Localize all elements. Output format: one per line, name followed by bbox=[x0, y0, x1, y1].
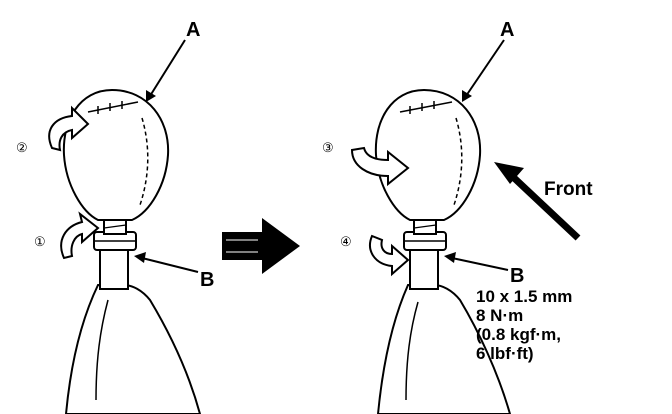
front-arrow bbox=[494, 162, 581, 241]
step-4-marker: ④ bbox=[340, 234, 352, 249]
right-shift-shaft bbox=[409, 244, 439, 290]
spec-torque-lbfft: 6 lbf·ft) bbox=[476, 344, 534, 363]
right-shift-knob bbox=[374, 88, 482, 221]
left-figure bbox=[48, 39, 202, 414]
left-rotation-arrow-2 bbox=[48, 105, 90, 152]
right-rotation-arrow-4 bbox=[369, 234, 410, 277]
spec-torque-kgfm: (0.8 kgf·m, bbox=[476, 325, 562, 344]
left-shift-knob bbox=[62, 88, 170, 221]
left-shift-boot bbox=[64, 284, 202, 414]
label-a-left: A bbox=[186, 19, 200, 41]
left-rotation-arrow-1 bbox=[60, 211, 100, 260]
right-figure bbox=[350, 39, 512, 414]
label-front: Front bbox=[544, 179, 593, 200]
step-1-marker: ① bbox=[34, 234, 46, 249]
left-shift-shaft bbox=[99, 244, 129, 290]
direction-arrow bbox=[222, 218, 300, 274]
label-b-right: B bbox=[510, 265, 524, 287]
right-shift-boot bbox=[376, 284, 512, 414]
label-b-left: B bbox=[200, 269, 214, 291]
label-a-right: A bbox=[500, 19, 514, 41]
spec-thread: 10 x 1.5 mm bbox=[476, 287, 573, 306]
step-3-marker: ③ bbox=[322, 140, 334, 155]
torque-spec: 10 x 1.5 mm 8 N·m (0.8 kgf·m, 6 lbf·ft) bbox=[476, 287, 656, 363]
spec-torque-nm: 8 N·m bbox=[476, 306, 524, 325]
right-rotation-arrow-3 bbox=[350, 146, 410, 187]
step-2-marker: ② bbox=[16, 140, 28, 155]
